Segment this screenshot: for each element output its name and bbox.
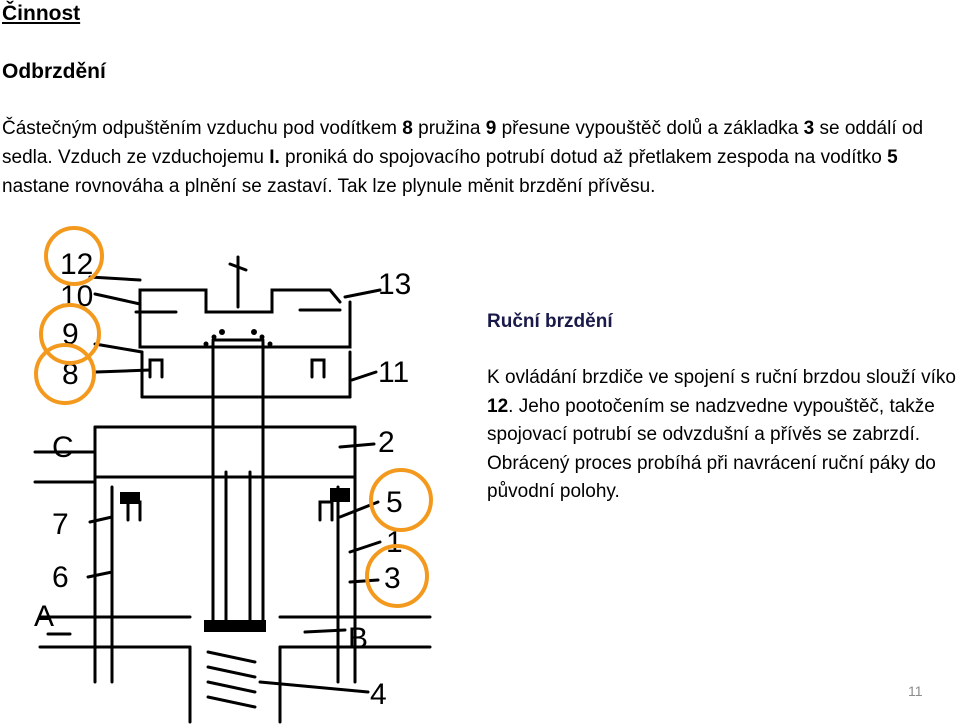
part-number: 3 xyxy=(803,118,815,139)
text-run: Částečným odpuštěním vzduchu pod vodítke… xyxy=(2,118,403,139)
highlight-circle-8 xyxy=(34,343,96,405)
label-6: 6 xyxy=(52,561,69,594)
slide-subtitle: Odbrzdění xyxy=(2,60,106,83)
label-1: 1 xyxy=(386,526,403,559)
slide-title: Činnost xyxy=(2,2,81,25)
text-run: se oddálí od sedla. Vzduch ze vzduchojem… xyxy=(2,118,924,168)
page-number: 11 xyxy=(908,683,923,699)
label-4: 4 xyxy=(370,678,387,711)
text-run: proniká do spojovacího potrubí dotud až … xyxy=(279,147,888,168)
label-B: B xyxy=(348,622,368,655)
text-run: přesune vypouštěč dolů a základka xyxy=(496,118,804,139)
part-number: I. xyxy=(269,147,280,168)
label-7: 7 xyxy=(52,508,69,541)
label-A: A xyxy=(34,600,54,633)
label-13: 13 xyxy=(378,268,411,301)
section-text: K ovládání brzdiče ve spojení s ruční br… xyxy=(487,364,957,507)
highlight-circle-5 xyxy=(369,468,433,532)
highlight-circle-12 xyxy=(44,226,104,286)
text-run: K ovládání brzdiče ve spojení s ruční br… xyxy=(487,367,956,388)
label-12: 12 xyxy=(60,248,93,281)
description-paragraph: Částečným odpuštěním vzduchu pod vodítke… xyxy=(2,114,952,201)
highlight-circle-3 xyxy=(365,544,429,608)
label-8: 8 xyxy=(62,358,79,391)
part-number: 12 xyxy=(487,395,509,417)
label-11: 11 xyxy=(378,356,409,389)
text-run: . Jeho pootočením se nadzvedne vypouštěč… xyxy=(487,395,936,503)
highlight-circle-9 xyxy=(39,303,101,365)
text-run: nastane rovnováha a plnění se zastaví. T… xyxy=(2,176,656,197)
label-5: 5 xyxy=(386,486,403,519)
section-title: Ruční brzdění xyxy=(487,311,613,332)
text-run: pružina xyxy=(412,118,486,139)
label-C: C xyxy=(52,431,74,464)
label-9: 9 xyxy=(62,318,79,351)
part-number: 8 xyxy=(402,118,413,139)
label-2: 2 xyxy=(378,426,395,459)
part-number: 9 xyxy=(485,118,497,139)
label-3: 3 xyxy=(384,562,401,595)
brake-valve-diagram: 12 10 9 8 13 11 C 2 5 7 1 6 3 A B 4 xyxy=(33,226,433,724)
part-number: 5 xyxy=(887,147,898,168)
